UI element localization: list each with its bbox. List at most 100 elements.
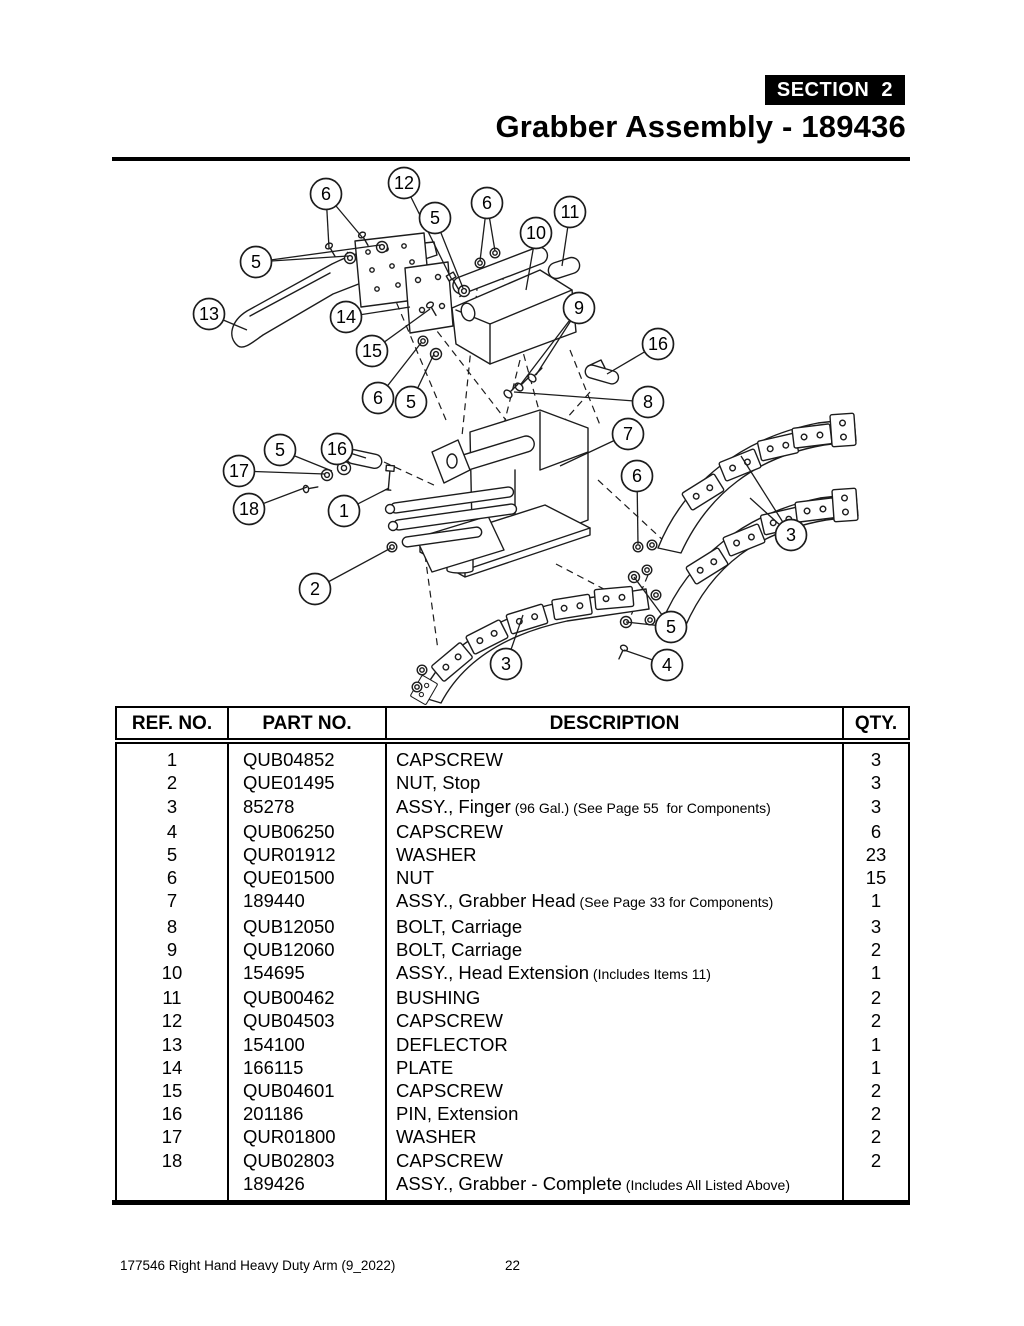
cell-part-no: QUB06250 (227, 819, 387, 844)
cell-part-no: 201186 (227, 1102, 387, 1126)
footer-doc-ref: 177546 Right Hand Heavy Duty Arm (9_2022… (120, 1258, 396, 1273)
callout-number: 3 (786, 525, 796, 545)
callout-bubble-6 (309, 177, 343, 211)
callout-number: 2 (310, 579, 320, 599)
cell-qty: 3 (842, 914, 910, 938)
cell-part-no: 166115 (227, 1055, 387, 1080)
callout-number: 9 (574, 298, 584, 318)
footer-page-number: 22 (505, 1258, 521, 1273)
bushing-part (547, 256, 581, 280)
cell-qty: 2 (842, 1102, 910, 1126)
callout-number: 16 (327, 439, 347, 459)
extension-pin-right (584, 359, 620, 385)
callout-bubble-13 (192, 297, 226, 331)
cell-ref-no: 15 (115, 1079, 229, 1103)
callout-bubble-4 (650, 648, 684, 682)
cell-part-no: QUB12050 (227, 914, 387, 938)
description-text: CAPSCREW (396, 820, 503, 842)
cell-part-no: QUR01800 (227, 1125, 387, 1149)
col-header-ref: REF. NO. (115, 705, 229, 745)
col-header-qty: QTY. (842, 705, 910, 745)
callout-number: 4 (662, 655, 672, 675)
cell-qty: 23 (842, 843, 910, 867)
cell-part-no: QUB04601 (227, 1079, 387, 1103)
callout-bubble-10 (519, 216, 553, 250)
callout-number: 15 (362, 341, 382, 361)
cell-part-no: QUB04852 (227, 741, 387, 772)
description-text: ASSY., Grabber Head (396, 890, 576, 912)
cell-part-no: 189440 (227, 889, 387, 915)
description-text: NUT (396, 867, 435, 889)
cell-part-no: QUR01912 (227, 843, 387, 867)
description-text: CAPSCREW (396, 1080, 503, 1102)
cell-description: ASSY., Grabber - Complete (Includes All … (385, 1171, 844, 1203)
callout-number: 5 (406, 392, 416, 412)
section-badge: SECTION 2 (764, 75, 905, 105)
cell-part-no: 189426 (227, 1171, 387, 1203)
cell-description: CAPSCREW (385, 819, 844, 844)
cell-ref-no: 11 (115, 986, 229, 1010)
cell-part-no: QUB04503 (227, 1009, 387, 1033)
cell-description: ASSY., Finger (96 Gal.) (See Page 55 for… (385, 794, 844, 820)
cell-ref-no: 9 (115, 937, 229, 962)
callout-number: 1 (339, 501, 349, 521)
description-text: WASHER (396, 1126, 477, 1148)
callout-number: 16 (648, 334, 668, 354)
callout-bubble-16 (320, 432, 354, 466)
callout-number: 13 (199, 304, 219, 324)
cell-ref-no: 8 (115, 914, 229, 938)
linkage-arms-part (384, 486, 518, 573)
callout-number: 12 (394, 173, 414, 193)
callout-bubble-17 (222, 454, 256, 488)
callout-bubble-12 (387, 166, 421, 200)
cell-part-no: 85278 (227, 794, 387, 820)
callout-number: 10 (526, 223, 546, 243)
callout-number: 6 (632, 466, 642, 486)
cell-qty: 3 (842, 741, 910, 772)
callout-bubble-5 (654, 610, 688, 644)
cell-qty: 2 (842, 1125, 910, 1149)
callout-bubble-15 (355, 334, 389, 368)
callout-number: 6 (482, 193, 492, 213)
callout-bubble-1 (327, 494, 361, 528)
col-header-desc: DESCRIPTION (385, 705, 844, 745)
description-note: (96 Gal.) (See Page 55 for Components) (510, 799, 771, 816)
cell-ref-no: 13 (115, 1032, 229, 1056)
cell-qty: 2 (842, 1079, 910, 1103)
callout-number: 7 (623, 424, 633, 444)
finger-band-upper (657, 412, 857, 554)
callout-bubble-2 (298, 572, 332, 606)
cell-ref-no: 7 (115, 889, 229, 915)
cell-description: PLATE (385, 1055, 844, 1080)
cell-ref-no: 16 (115, 1102, 229, 1126)
cell-qty: 2 (842, 937, 910, 962)
cell-ref-no: 12 (115, 1009, 229, 1033)
cell-qty: 6 (842, 819, 910, 844)
cell-ref-no: 4 (115, 819, 229, 844)
cell-part-no: 154100 (227, 1032, 387, 1056)
callout-number: 5 (275, 440, 285, 460)
callout-number: 3 (501, 654, 511, 674)
cell-description: CAPSCREW (385, 1148, 844, 1172)
cell-description: WASHER (385, 843, 844, 867)
cell-ref-no: 18 (115, 1148, 229, 1172)
description-text: NUT, Stop (396, 772, 481, 794)
callout-number: 8 (643, 392, 653, 412)
cell-ref-no: 10 (115, 961, 229, 987)
callout-bubble-6 (470, 186, 504, 220)
callout-bubble-14 (329, 300, 363, 334)
